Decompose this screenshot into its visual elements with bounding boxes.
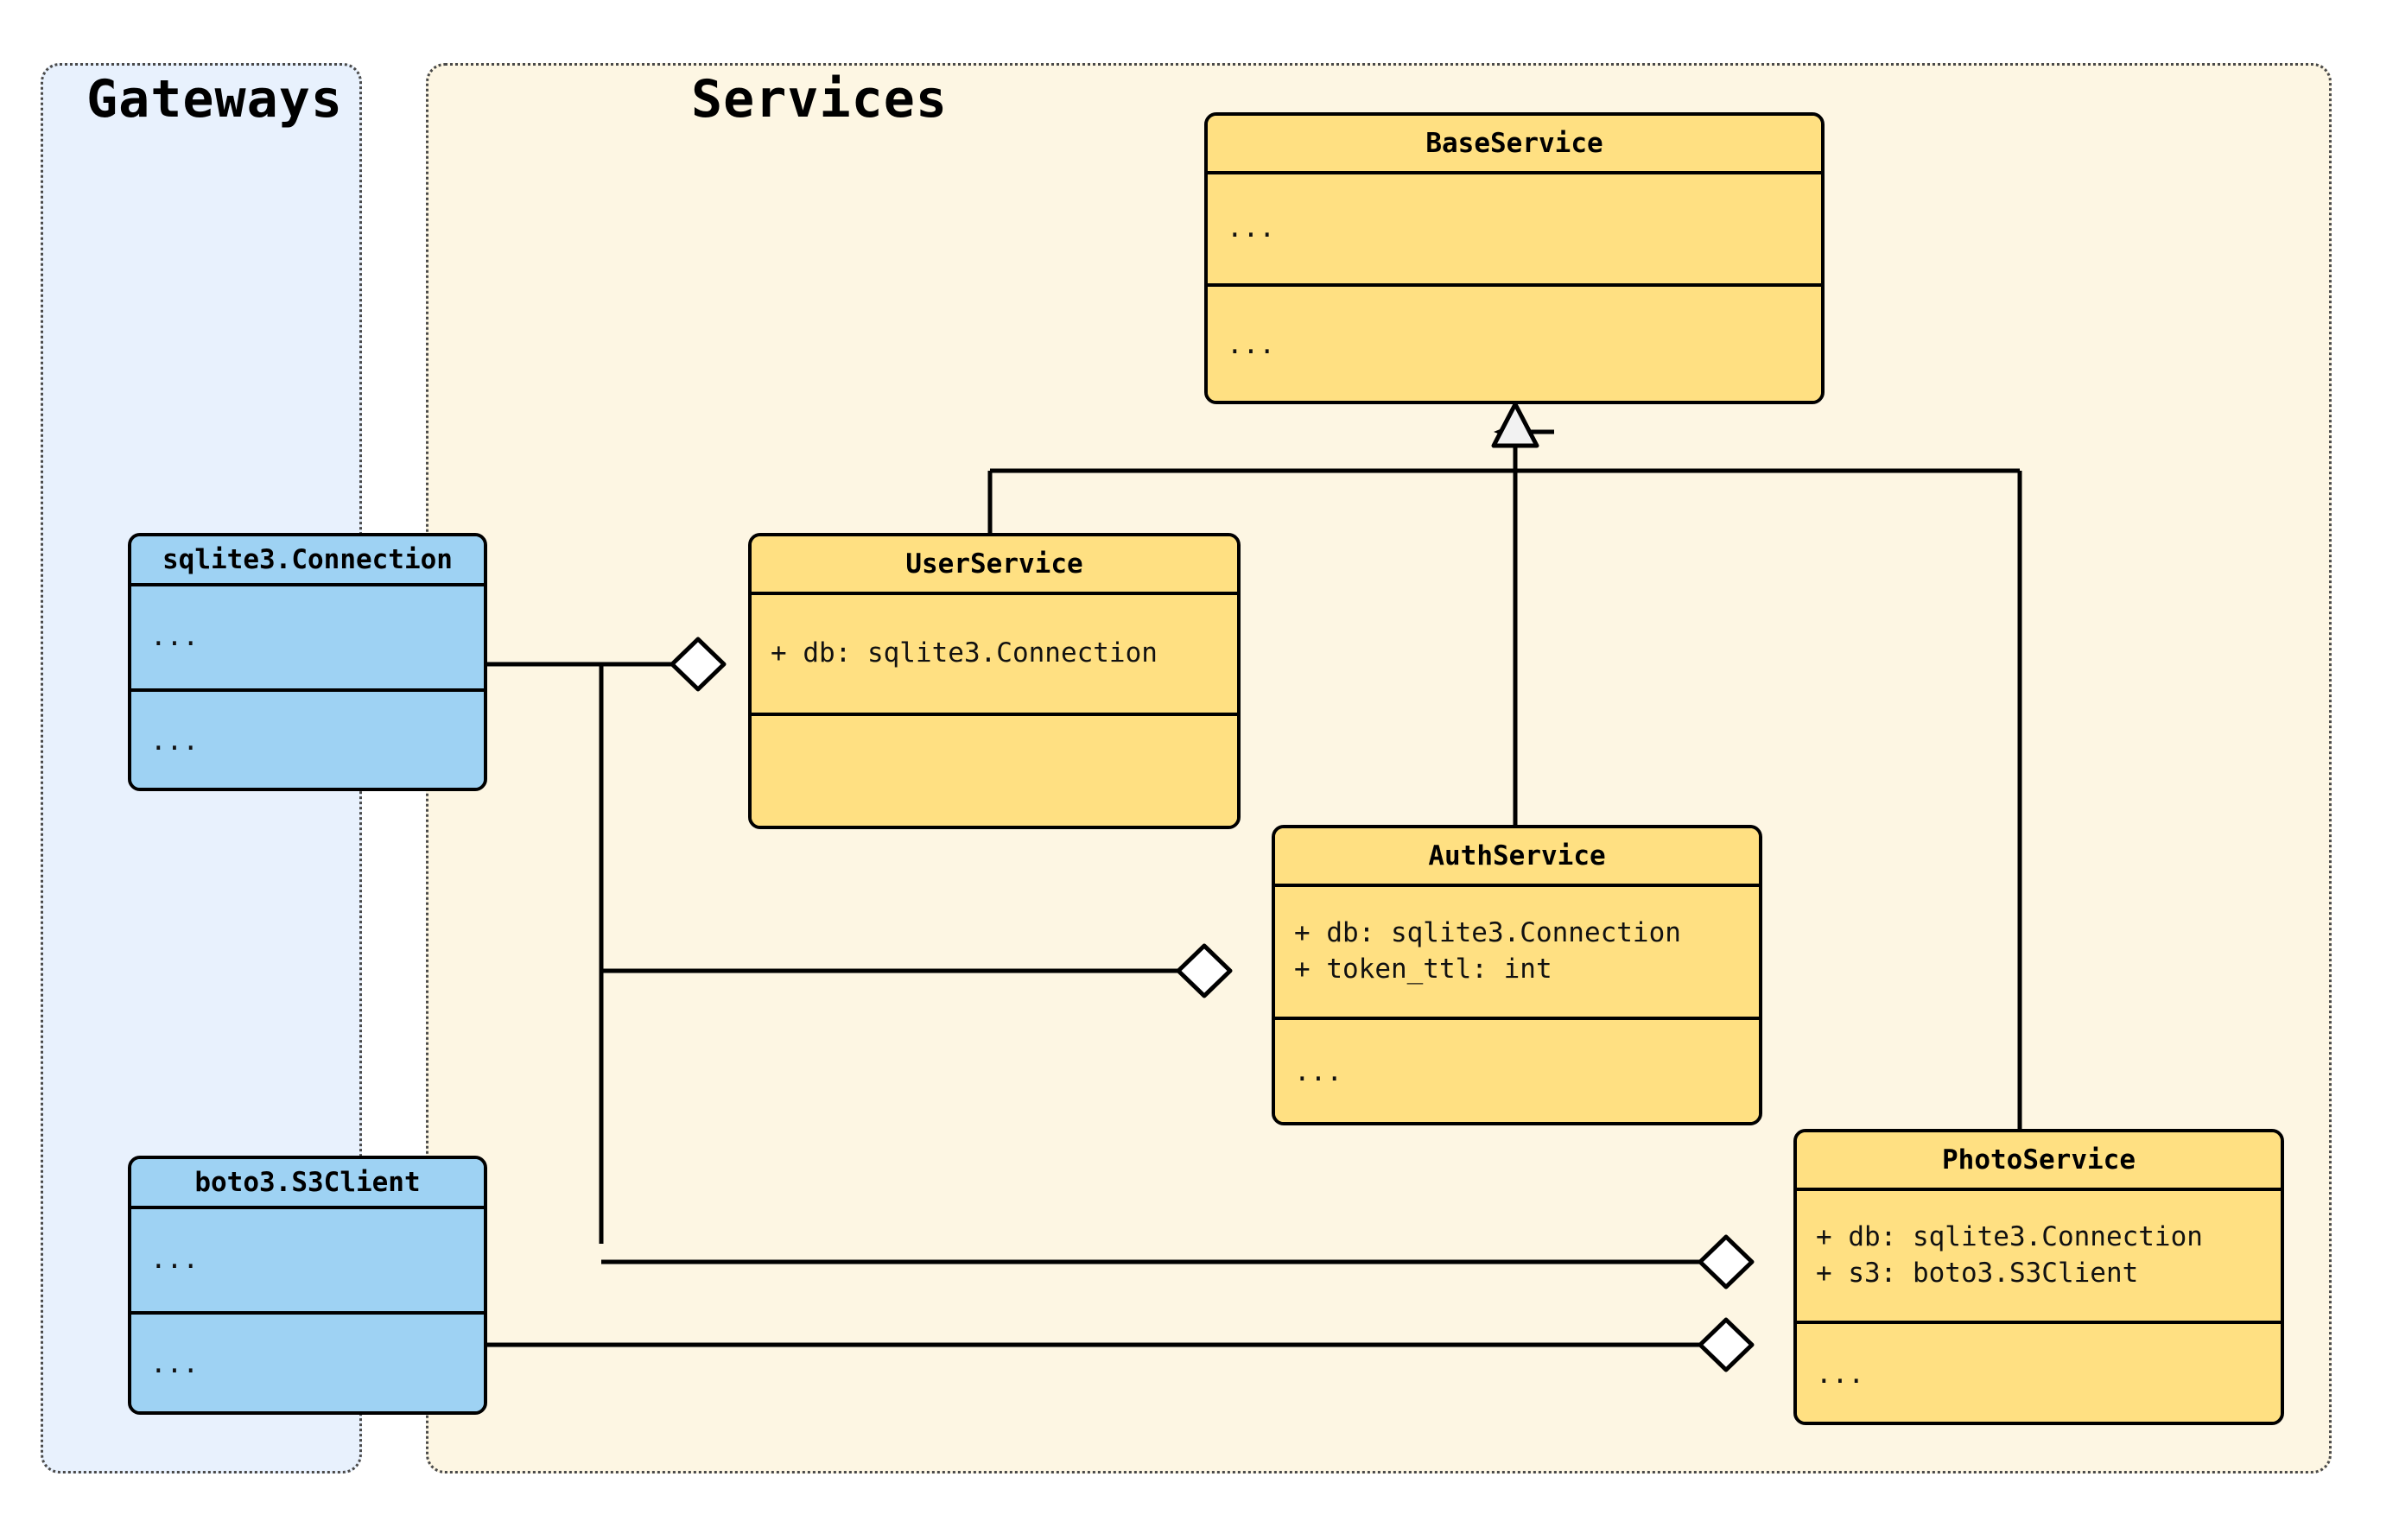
class-attributes-auth-service: + db: sqlite3.Connection + token_ttl: in… <box>1275 884 1759 1017</box>
class-title-base-service: BaseService <box>1208 116 1821 171</box>
cluster-services-title: Services <box>691 69 948 130</box>
class-attributes-sqlite-connection: ... <box>131 583 484 688</box>
cluster-gateways-title: Gateways <box>86 69 343 130</box>
attribute-line: + s3: boto3.S3Client <box>1816 1258 2139 1289</box>
class-methods-user-service <box>752 713 1237 826</box>
class-methods-photo-service: ... <box>1797 1321 2281 1422</box>
class-box-photo-service[interactable]: PhotoService + db: sqlite3.Connection + … <box>1793 1129 2284 1425</box>
class-box-user-service[interactable]: UserService + db: sqlite3.Connection <box>748 533 1241 829</box>
class-methods-auth-service: ... <box>1275 1017 1759 1122</box>
class-title-photo-service: PhotoService <box>1797 1132 2281 1188</box>
attribute-line: + db: sqlite3.Connection <box>1816 1221 2203 1253</box>
class-title-boto3-s3client: boto3.S3Client <box>131 1159 484 1206</box>
class-title-sqlite-connection: sqlite3.Connection <box>131 536 484 583</box>
class-methods-sqlite-connection: ... <box>131 688 484 788</box>
class-box-sqlite-connection[interactable]: sqlite3.Connection ... ... <box>128 533 487 791</box>
class-attributes-photo-service: + db: sqlite3.Connection + s3: boto3.S3C… <box>1797 1188 2281 1321</box>
attribute-line: + token_ttl: int <box>1294 954 1552 985</box>
class-methods-base-service: ... <box>1208 283 1821 401</box>
class-box-auth-service[interactable]: AuthService + db: sqlite3.Connection + t… <box>1272 825 1762 1125</box>
class-title-auth-service: AuthService <box>1275 828 1759 884</box>
class-methods-boto3-s3client: ... <box>131 1311 484 1411</box>
class-attributes-boto3-s3client: ... <box>131 1206 484 1311</box>
class-title-user-service: UserService <box>752 536 1237 592</box>
class-box-base-service[interactable]: BaseService ... ... <box>1204 112 1825 404</box>
class-attributes-user-service: + db: sqlite3.Connection <box>752 592 1237 713</box>
class-box-boto3-s3client[interactable]: boto3.S3Client ... ... <box>128 1156 487 1415</box>
class-attributes-base-service: ... <box>1208 171 1821 283</box>
attribute-line: + db: sqlite3.Connection <box>1294 917 1681 949</box>
